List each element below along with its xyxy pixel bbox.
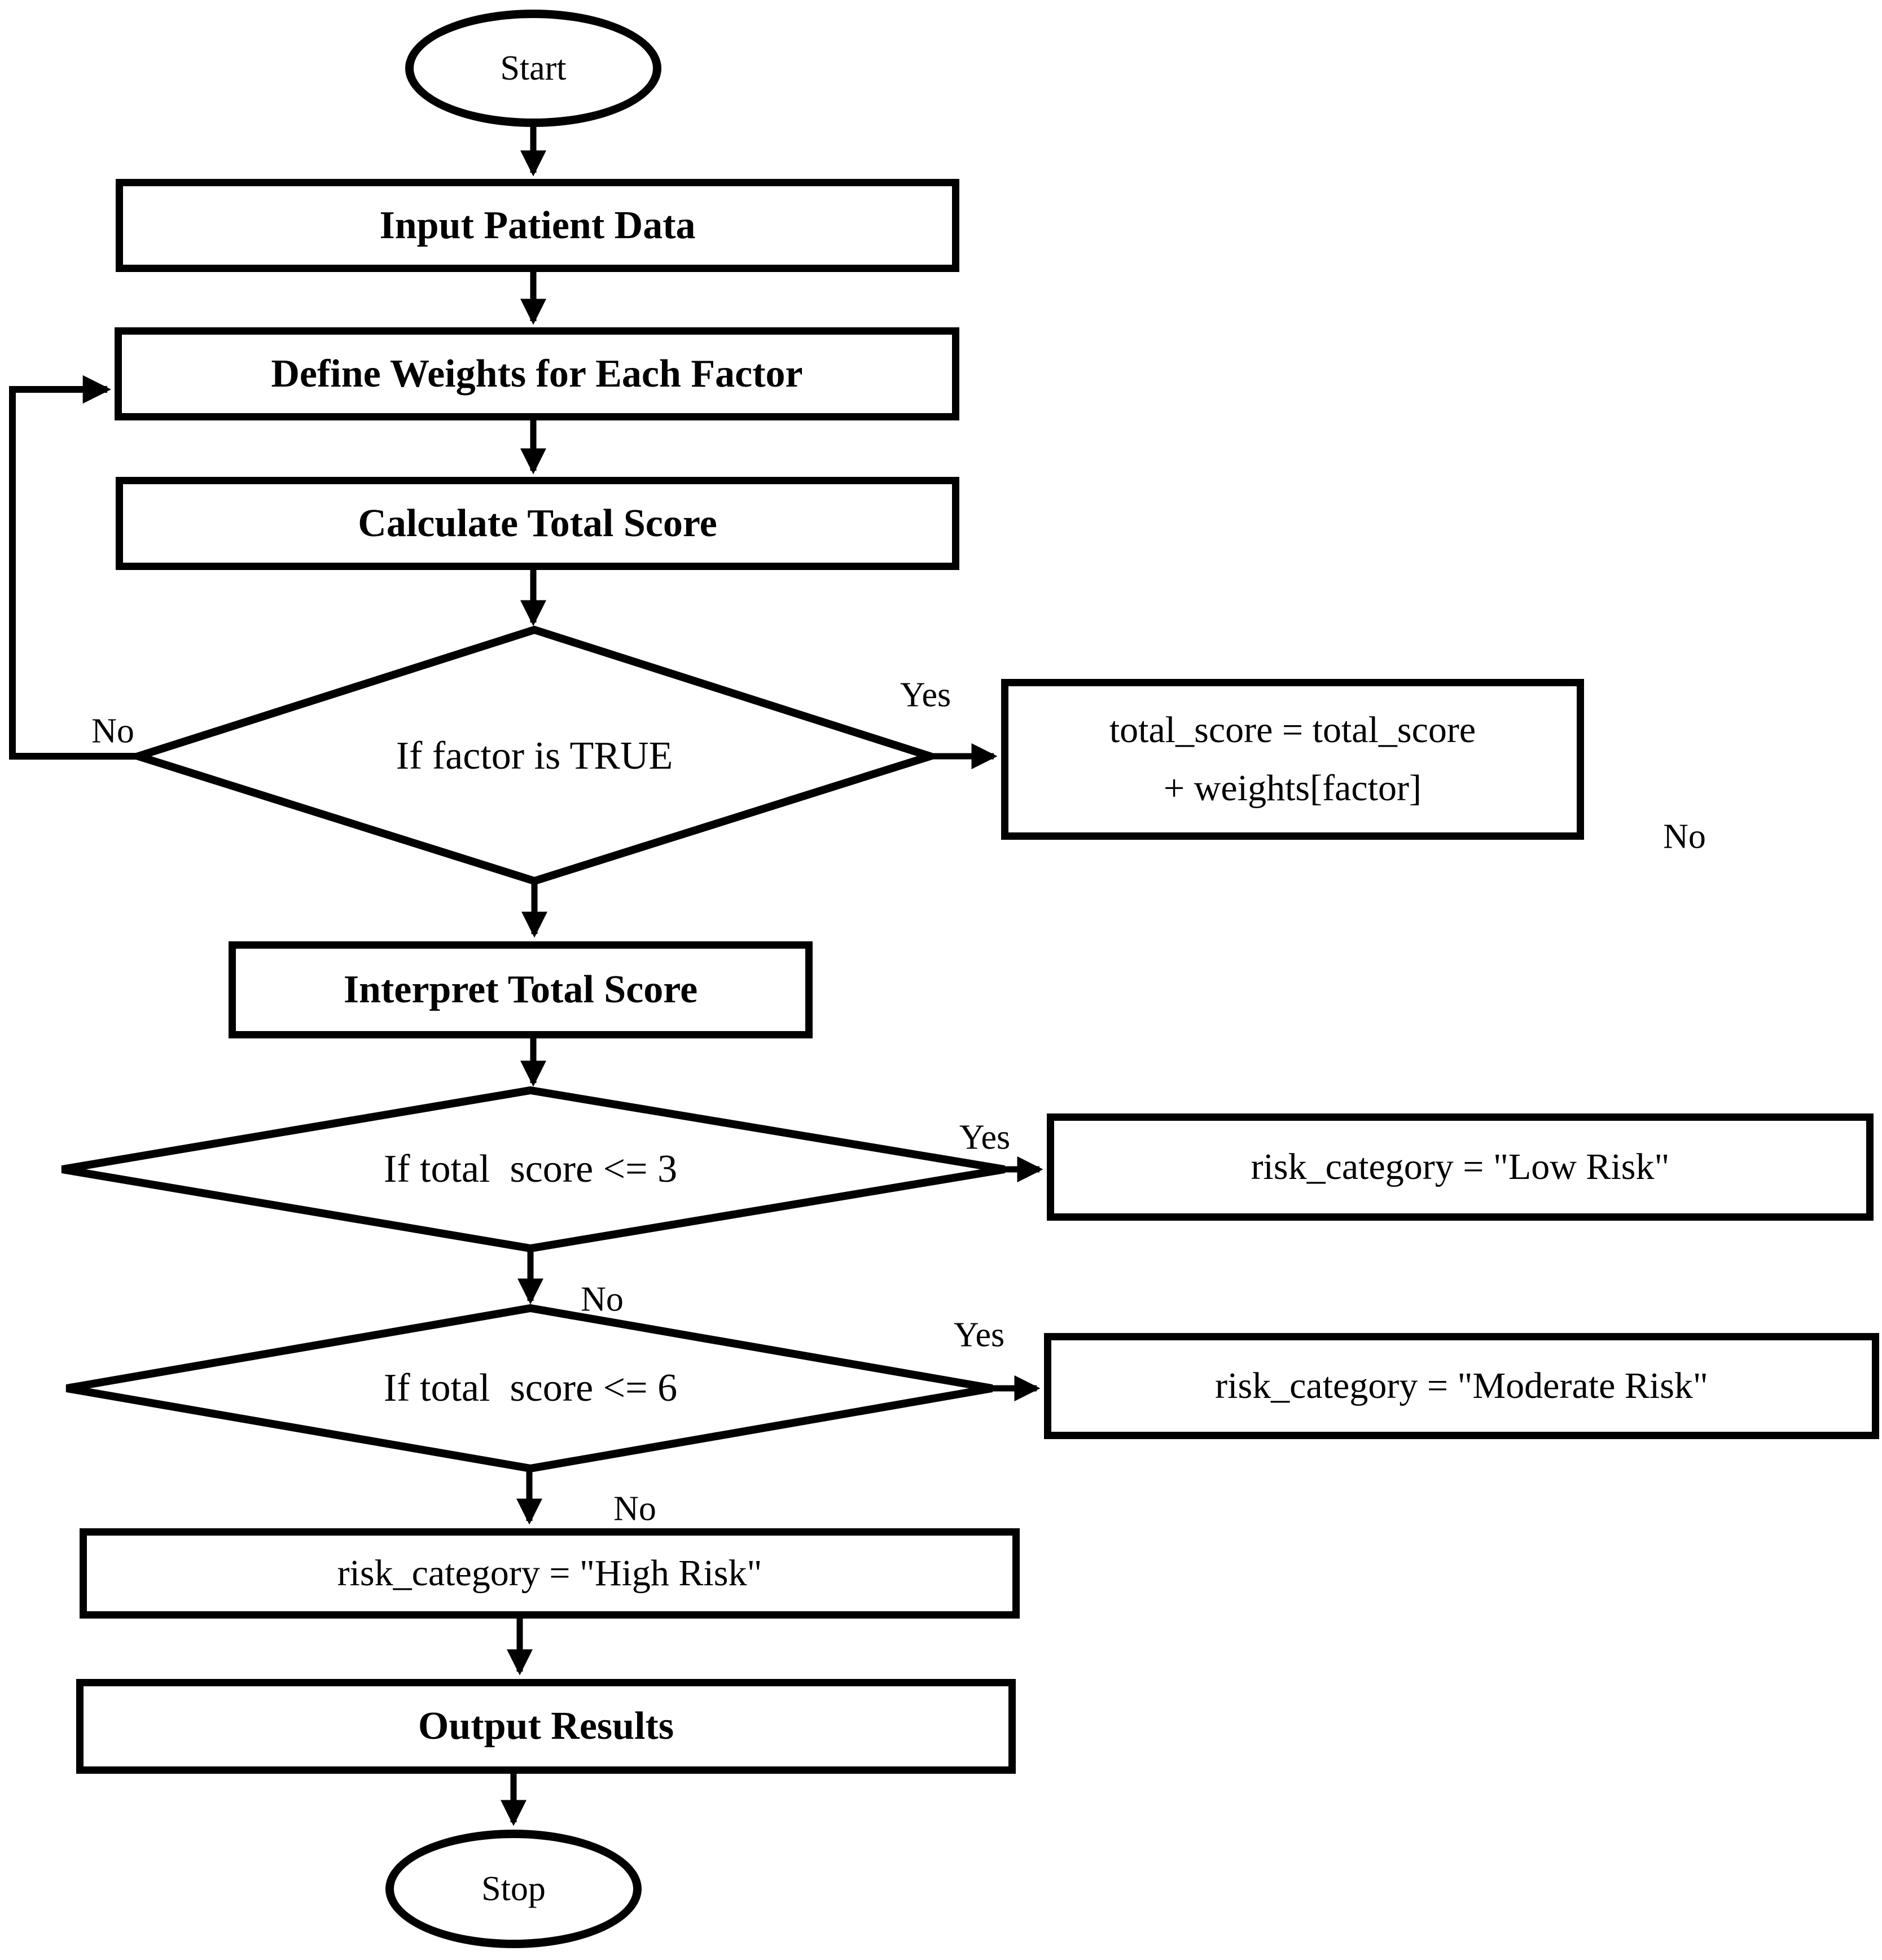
start-label: Start — [500, 49, 567, 87]
factor-no-label: No — [91, 712, 134, 751]
score6-yes-label: Yes — [953, 1316, 1005, 1354]
stray-no-label: No — [1663, 817, 1706, 856]
score6-decision-shape — [65, 1304, 993, 1473]
score6-no-label: No — [613, 1489, 656, 1528]
score3-no-label: No — [581, 1280, 624, 1319]
define-weights-label: Define Weights for Each Factor — [271, 352, 803, 396]
add-weight-line2: + weights[factor] — [1164, 767, 1422, 809]
process-add-weight: total_score = total_score + weights[fact… — [1001, 679, 1584, 840]
score3-decision-shape — [61, 1086, 1006, 1253]
process-output-results: Output Results — [76, 1679, 1016, 1774]
output-results-label: Output Results — [418, 1704, 674, 1748]
process-interpret-total-score: Interpret Total Score — [229, 941, 813, 1038]
stop-label: Stop — [481, 1869, 546, 1908]
edge-factor-no-loop-to-define — [9, 375, 138, 760]
high-risk-label: risk_category = "High Risk" — [337, 1553, 762, 1594]
add-weight-line1: total_score = total_score — [1109, 709, 1476, 751]
stop-terminator: Stop — [385, 1830, 642, 1948]
factor-decision-shape — [125, 625, 944, 885]
process-low-risk: risk_category = "Low Risk" — [1047, 1113, 1874, 1221]
input-patient-data-label: Input Patient Data — [379, 203, 696, 247]
start-terminator: Start — [405, 10, 661, 127]
factor-yes-label: Yes — [900, 676, 951, 714]
process-moderate-risk: risk_category = "Moderate Risk" — [1044, 1333, 1879, 1439]
process-define-weights: Define Weights for Each Factor — [115, 327, 959, 420]
score6-decision-label: If total score <= 6 — [383, 1366, 678, 1410]
process-input-patient-data: Input Patient Data — [116, 179, 959, 272]
score3-decision-label: If total score <= 3 — [383, 1147, 678, 1191]
low-risk-label: risk_category = "Low Risk" — [1251, 1146, 1670, 1187]
interpret-total-score-label: Interpret Total Score — [343, 968, 698, 1011]
calculate-total-score-label: Calculate Total Score — [358, 501, 717, 545]
process-calculate-total-score: Calculate Total Score — [116, 477, 959, 570]
process-high-risk: risk_category = "High Risk" — [80, 1528, 1020, 1619]
score3-yes-label: Yes — [959, 1118, 1011, 1157]
factor-decision-label: If factor is TRUE — [396, 734, 673, 778]
moderate-risk-label: risk_category = "Moderate Risk" — [1215, 1365, 1708, 1406]
